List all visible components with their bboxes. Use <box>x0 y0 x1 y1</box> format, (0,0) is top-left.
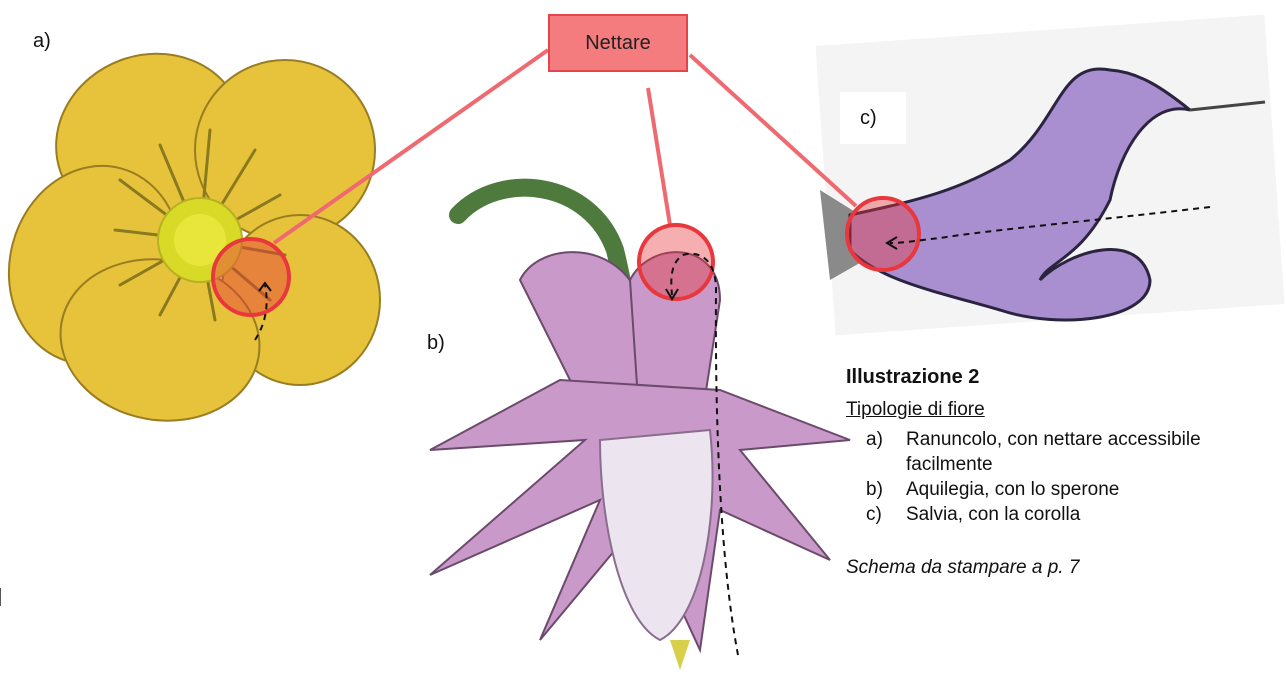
label-c: c) <box>860 107 877 130</box>
caption-title: Illustrazione 2 <box>846 366 1276 389</box>
sage-flower <box>815 15 1284 336</box>
list-item: b) Aquilegia, con lo sperone <box>866 477 1276 502</box>
list-item-text: Ranuncolo, con nettare accessibile facil… <box>906 427 1276 477</box>
caption-list: a) Ranuncolo, con nettare accessibile fa… <box>846 427 1276 527</box>
stray-mark <box>0 588 5 606</box>
list-item: c) Salvia, con la corolla <box>866 502 1276 527</box>
list-item-text: Aquilegia, con lo sperone <box>906 477 1276 502</box>
label-b: b) <box>427 332 445 355</box>
buttercup-flower <box>0 28 380 437</box>
list-item-letter: a) <box>866 427 906 477</box>
illustration-caption: Illustrazione 2 Tipologie di fiore a) Ra… <box>846 366 1276 579</box>
list-item-letter: b) <box>866 477 906 502</box>
nettare-label: Nettare <box>585 32 651 55</box>
list-item-letter: c) <box>866 502 906 527</box>
nettare-label-box: Nettare <box>548 14 688 72</box>
list-item: a) Ranuncolo, con nettare accessibile fa… <box>866 427 1276 477</box>
caption-note: Schema da stampare a p. 7 <box>846 557 1276 579</box>
label-a: a) <box>33 30 51 53</box>
list-item-text: Salvia, con la corolla <box>906 502 1276 527</box>
caption-subtitle: Tipologie di fiore <box>846 399 1276 421</box>
